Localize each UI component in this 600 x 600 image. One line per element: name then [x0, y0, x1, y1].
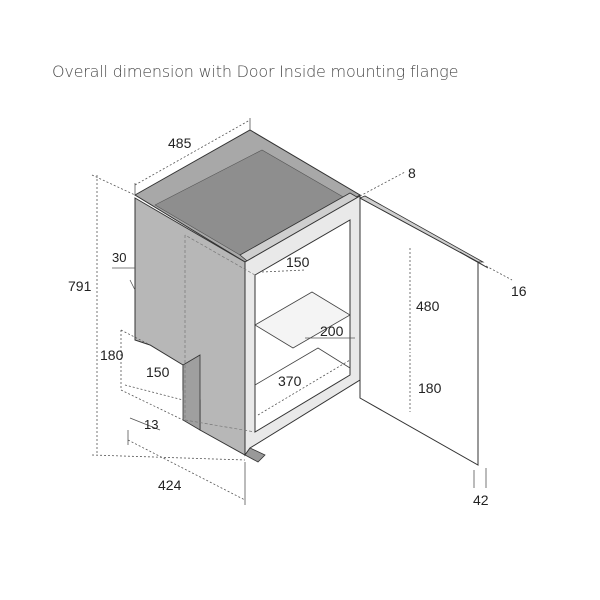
door-hinge	[459, 251, 489, 269]
dim-door-thickness: 16	[511, 283, 527, 299]
dim-door-flange: 42	[473, 492, 489, 508]
compressor-step	[182, 354, 201, 431]
dim-height-total: 791	[68, 278, 92, 294]
dim-foot: 13	[144, 417, 158, 432]
dim-width-top: 485	[168, 135, 192, 151]
dim-inner-upper-height: 480	[416, 298, 440, 314]
diagram-title: Overall dimension with Door Inside mount…	[52, 62, 459, 81]
dim-inner-lower-height: 180	[418, 380, 442, 396]
dim-step-depth: 150	[146, 364, 170, 380]
dim-base-depth: 424	[158, 477, 182, 493]
dim-step-height: 180	[100, 347, 124, 363]
base-plate	[244, 447, 266, 463]
dim-shelf-depth: 150	[286, 254, 310, 270]
door	[359, 197, 479, 466]
door-edge	[359, 195, 485, 263]
dim-flange-top: 30	[112, 250, 126, 265]
dim-shelf-width: 200	[320, 323, 344, 339]
inner-shelf	[254, 291, 351, 349]
dim-inner-width: 370	[278, 373, 302, 389]
dim-door-gap: 8	[408, 165, 416, 181]
